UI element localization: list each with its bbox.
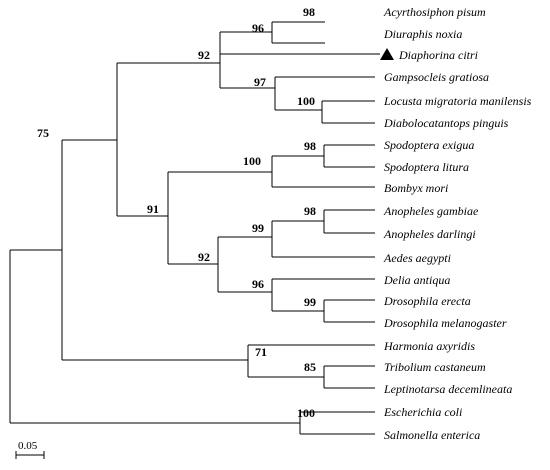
scale-bar: 0.05	[15, 440, 45, 459]
branch-node-92-diptera	[217, 236, 272, 293]
taxon-label: Gampsocleis gratiosa	[384, 70, 489, 84]
bootstrap-value: 100	[297, 94, 315, 108]
branch-node-100-lepidoptera	[271, 155, 375, 188]
bootstrap-value: 98	[304, 204, 316, 218]
branch-node-98-anopheles	[323, 209, 375, 234]
taxon-label: Drosophila erecta	[383, 294, 471, 308]
taxon-label: Delia antiqua	[383, 273, 450, 287]
taxon-label: Aedes aegypti	[383, 251, 451, 265]
taxon-label: Spodoptera litura	[384, 160, 469, 174]
bootstrap-value: 99	[304, 295, 316, 309]
branch-node-98-aphids	[271, 21, 380, 55]
taxon-label: Anopheles gambiae	[383, 204, 479, 218]
taxon-label: Salmonella enterica	[384, 428, 480, 442]
taxon-label: Escherichia coli	[383, 405, 462, 419]
bootstrap-value: 92	[198, 48, 210, 62]
branch-node-92-upper	[116, 62, 220, 217]
taxon-label: Acyrthosiphon pisum	[383, 5, 486, 19]
taxon-label: Anopheles darlingi	[383, 227, 476, 241]
taxon-label: Spodoptera exigua	[384, 138, 474, 152]
branch-node-97	[274, 76, 375, 111]
branch-root	[9, 249, 300, 424]
branch-node-75	[61, 139, 248, 361]
branch-node-85	[323, 365, 375, 389]
taxon-label: Leptinotarsa decemlineata	[383, 382, 512, 396]
taxon-label: Locusta migratoria manilensis	[383, 94, 532, 108]
bootstrap-value: 100	[243, 154, 261, 168]
bootstrap-value: 85	[304, 360, 316, 374]
bootstrap-value: 75	[37, 126, 49, 140]
bootstrap-values: 98 96 97 100 92 98 100 98 99 99 96 92 91…	[37, 5, 316, 420]
bootstrap-value: 99	[252, 221, 264, 235]
taxon-label: Diabolocatantops pinguis	[383, 116, 509, 130]
bootstrap-value: 96	[252, 21, 264, 35]
branch-node-91	[167, 171, 272, 265]
bootstrap-value: 96	[252, 277, 264, 291]
branch-node-96-hemiptera	[219, 31, 275, 89]
bootstrap-value: 98	[304, 139, 316, 153]
bootstrap-value: 100	[297, 406, 315, 420]
branch-node-99-drosophila	[323, 299, 375, 323]
taxon-label: Diuraphis noxia	[383, 27, 462, 41]
bootstrap-value: 71	[255, 345, 267, 359]
taxon-labels: Acyrthosiphon pisum Diuraphis noxia Diap…	[383, 5, 532, 442]
taxon-label: Drosophila melanogaster	[383, 316, 507, 330]
bootstrap-value: 98	[303, 5, 315, 19]
branch-node-100-bacteria	[299, 411, 375, 435]
scale-bar-label: 0.05	[18, 440, 38, 452]
branch-node-99-mosquitoes	[271, 220, 375, 258]
branch-node-96-flies	[271, 278, 375, 312]
branch-node-98-spodoptera	[323, 144, 375, 168]
bootstrap-value: 92	[198, 250, 210, 264]
bootstrap-value: 91	[147, 202, 159, 216]
taxon-label: Harmonia axyridis	[383, 339, 475, 353]
taxon-label: Diaphorina citri	[398, 48, 478, 62]
scale-bar-line	[15, 451, 45, 459]
highlight-triangle-icon	[380, 48, 394, 60]
tree-branches	[9, 21, 380, 435]
branch-node-100-locusts	[321, 100, 375, 124]
branch-node-71	[247, 344, 375, 378]
taxon-label: Bombyx mori	[384, 181, 448, 195]
bootstrap-value: 97	[254, 75, 266, 89]
taxon-label: Tribolium castaneum	[384, 360, 486, 374]
